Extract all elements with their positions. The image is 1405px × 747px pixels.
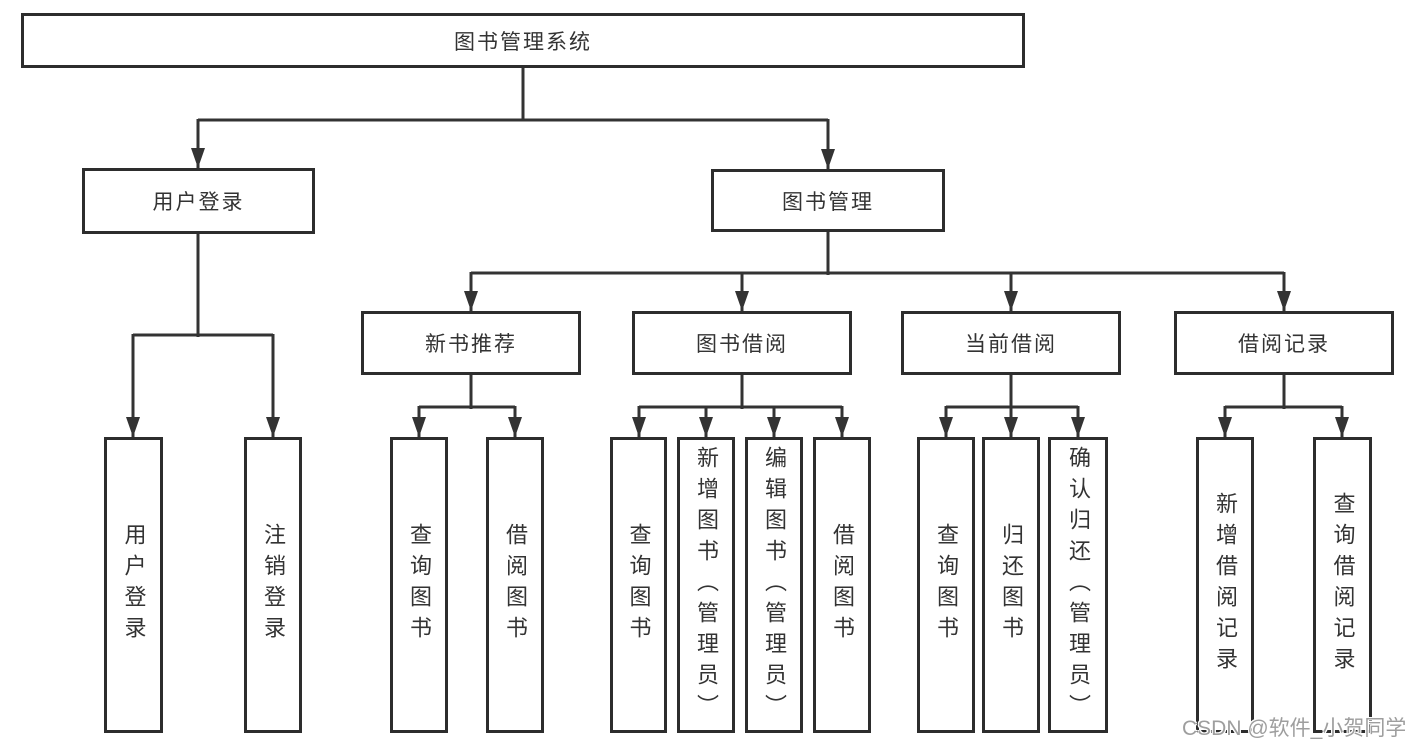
node-new-book-rec-label: 新书推荐	[425, 333, 517, 356]
node-add-book-admin: 新增图书（管理员）	[677, 437, 735, 733]
node-borrow-books-1: 借阅图书	[486, 437, 544, 733]
node-add-borrow-record: 新增借阅记录	[1196, 437, 1254, 733]
node-add-borrow-record-label: 新增借阅记录	[1213, 492, 1238, 678]
node-user-login-label: 用户登录	[152, 191, 245, 214]
connector-borrow-records-children	[1218, 375, 1349, 437]
node-query-books-1-label: 查询图书	[407, 523, 432, 647]
connector-current-borrow-children	[939, 375, 1085, 437]
node-root-label: 图书管理系统	[454, 30, 592, 54]
node-current-borrow: 当前借阅	[901, 311, 1121, 375]
node-book-borrow-label: 图书借阅	[696, 333, 788, 356]
node-add-book-admin-label: 新增图书（管理员）	[694, 445, 719, 725]
csdn-watermark: CSDN @软件_小贺同学	[1182, 717, 1405, 740]
node-logout: 注销登录	[244, 437, 302, 733]
node-edit-book-admin-label: 编辑图书（管理员）	[762, 445, 787, 725]
node-return-books: 归还图书	[982, 437, 1040, 733]
node-query-books-1: 查询图书	[390, 437, 448, 733]
node-edit-book-admin: 编辑图书（管理员）	[745, 437, 803, 733]
node-confirm-return-admin-label: 确认归还（管理员）	[1066, 445, 1091, 725]
node-current-borrow-label: 当前借阅	[965, 333, 1057, 356]
node-query-books-3-label: 查询图书	[934, 523, 959, 647]
connector-book-borrow-children	[632, 375, 849, 437]
connector-new-book-rec-children	[412, 375, 522, 437]
node-book-mgmt-label: 图书管理	[782, 190, 874, 214]
connector-root-to-level2	[191, 66, 835, 169]
node-user-login-leaf: 用户登录	[104, 437, 163, 733]
connector-user-login-children	[126, 233, 280, 437]
node-new-book-rec: 新书推荐	[361, 311, 581, 375]
node-logout-label: 注销登录	[261, 523, 286, 647]
node-return-books-label: 归还图书	[999, 523, 1024, 647]
node-borrow-books-2-label: 借阅图书	[830, 523, 855, 647]
node-borrow-records: 借阅记录	[1174, 311, 1394, 375]
node-root: 图书管理系统	[21, 13, 1025, 68]
node-query-books-3: 查询图书	[917, 437, 975, 733]
node-user-login-leaf-label: 用户登录	[121, 523, 147, 647]
node-borrow-books-2: 借阅图书	[813, 437, 871, 733]
node-query-borrow-record-label: 查询借阅记录	[1330, 492, 1356, 678]
node-book-borrow: 图书借阅	[632, 311, 852, 375]
node-query-borrow-record: 查询借阅记录	[1313, 437, 1372, 733]
node-query-books-2-label: 查询图书	[626, 523, 652, 647]
node-borrow-books-1-label: 借阅图书	[503, 523, 528, 647]
node-query-books-2: 查询图书	[610, 437, 667, 733]
node-confirm-return-admin: 确认归还（管理员）	[1048, 437, 1108, 733]
connector-book-mgmt-to-level3	[464, 231, 1291, 311]
node-user-login: 用户登录	[82, 168, 315, 234]
node-borrow-records-label: 借阅记录	[1238, 333, 1330, 356]
node-book-mgmt: 图书管理	[711, 169, 945, 232]
